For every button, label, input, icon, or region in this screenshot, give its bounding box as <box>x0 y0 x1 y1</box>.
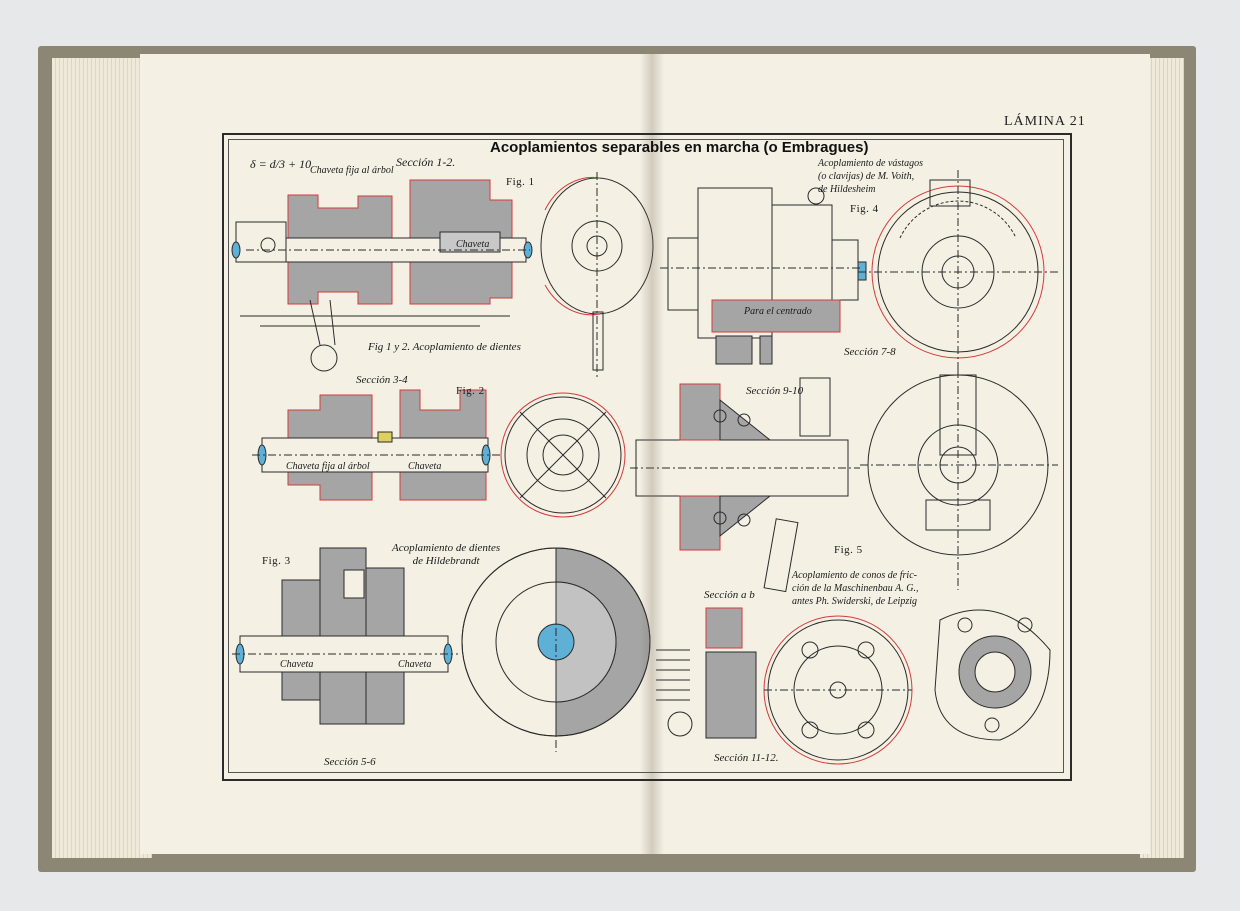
seccion-7-8-label: Sección 7-8 <box>844 346 896 358</box>
fig4-section-drawing <box>660 187 867 365</box>
fig5-section-drawing <box>630 377 860 593</box>
chaveta-label-2: Chaveta <box>408 461 442 472</box>
fig4-label: Fig. 4 <box>850 203 879 215</box>
section-11-12-end-view <box>763 615 913 765</box>
plate-number: LÁMINA 21 <box>1004 114 1086 129</box>
left-page-edges <box>52 58 152 858</box>
conos-description: Acoplamiento de conos de fric- ción de l… <box>792 570 919 607</box>
fig3-end-view <box>461 547 651 752</box>
seccion-a-b-label: Sección a b <box>704 589 755 601</box>
voith-description: Acoplamiento de vástagos (o clavijas) de… <box>818 158 923 195</box>
fig4-end-view <box>858 170 1060 370</box>
seccion-11-12-label: Sección 11-12. <box>714 752 779 764</box>
formula-label: δ = d/3 + 10 <box>250 157 312 171</box>
plate-frame <box>222 133 1072 781</box>
chaveta-fija-label-1: Chaveta fija al árbol <box>310 165 394 176</box>
seccion-5-6-label: Sección 5-6 <box>324 756 376 768</box>
section-a-b-drawing <box>656 607 757 739</box>
fig1-label: Fig. 1 <box>506 176 535 188</box>
fig2-end-view <box>500 392 626 518</box>
fig1-caption: Fig 1 y 2. Acoplamiento de dientes <box>368 341 521 353</box>
plate-frame-inner <box>228 139 1064 773</box>
chaveta-label-1: Chaveta <box>456 239 490 250</box>
fig2-label: Fig. 2 <box>456 385 485 397</box>
seccion-9-10-label: Sección 9-10 <box>746 385 804 397</box>
para-el-centrado-label: Para el centrado <box>744 306 812 317</box>
bottom-right-end-view <box>934 609 1051 741</box>
seccion-3-4-label: Sección 3-4 <box>356 374 408 386</box>
chaveta-label-3b: Chaveta <box>398 659 432 670</box>
chaveta-label-3a: Chaveta <box>280 659 314 670</box>
fig5-label: Fig. 5 <box>834 544 863 556</box>
book-gutter-shadow <box>640 54 664 854</box>
hildebrandt-description: Acoplamiento de dientes de Hildebrandt <box>392 542 501 567</box>
seccion-1-2-label: Sección 1-2. <box>396 155 456 169</box>
plate-title: Acoplamientos separables en marcha (o Em… <box>490 139 869 156</box>
fig5-end-view <box>860 370 1058 590</box>
fig3-label: Fig. 3 <box>262 555 291 567</box>
fig1-end-view <box>540 172 654 380</box>
fig1-section-drawing <box>231 179 533 372</box>
chaveta-fija-label-2: Chaveta fija al árbol <box>286 461 370 472</box>
fig2-section-drawing <box>252 389 500 501</box>
fig3-section-drawing <box>232 547 458 725</box>
